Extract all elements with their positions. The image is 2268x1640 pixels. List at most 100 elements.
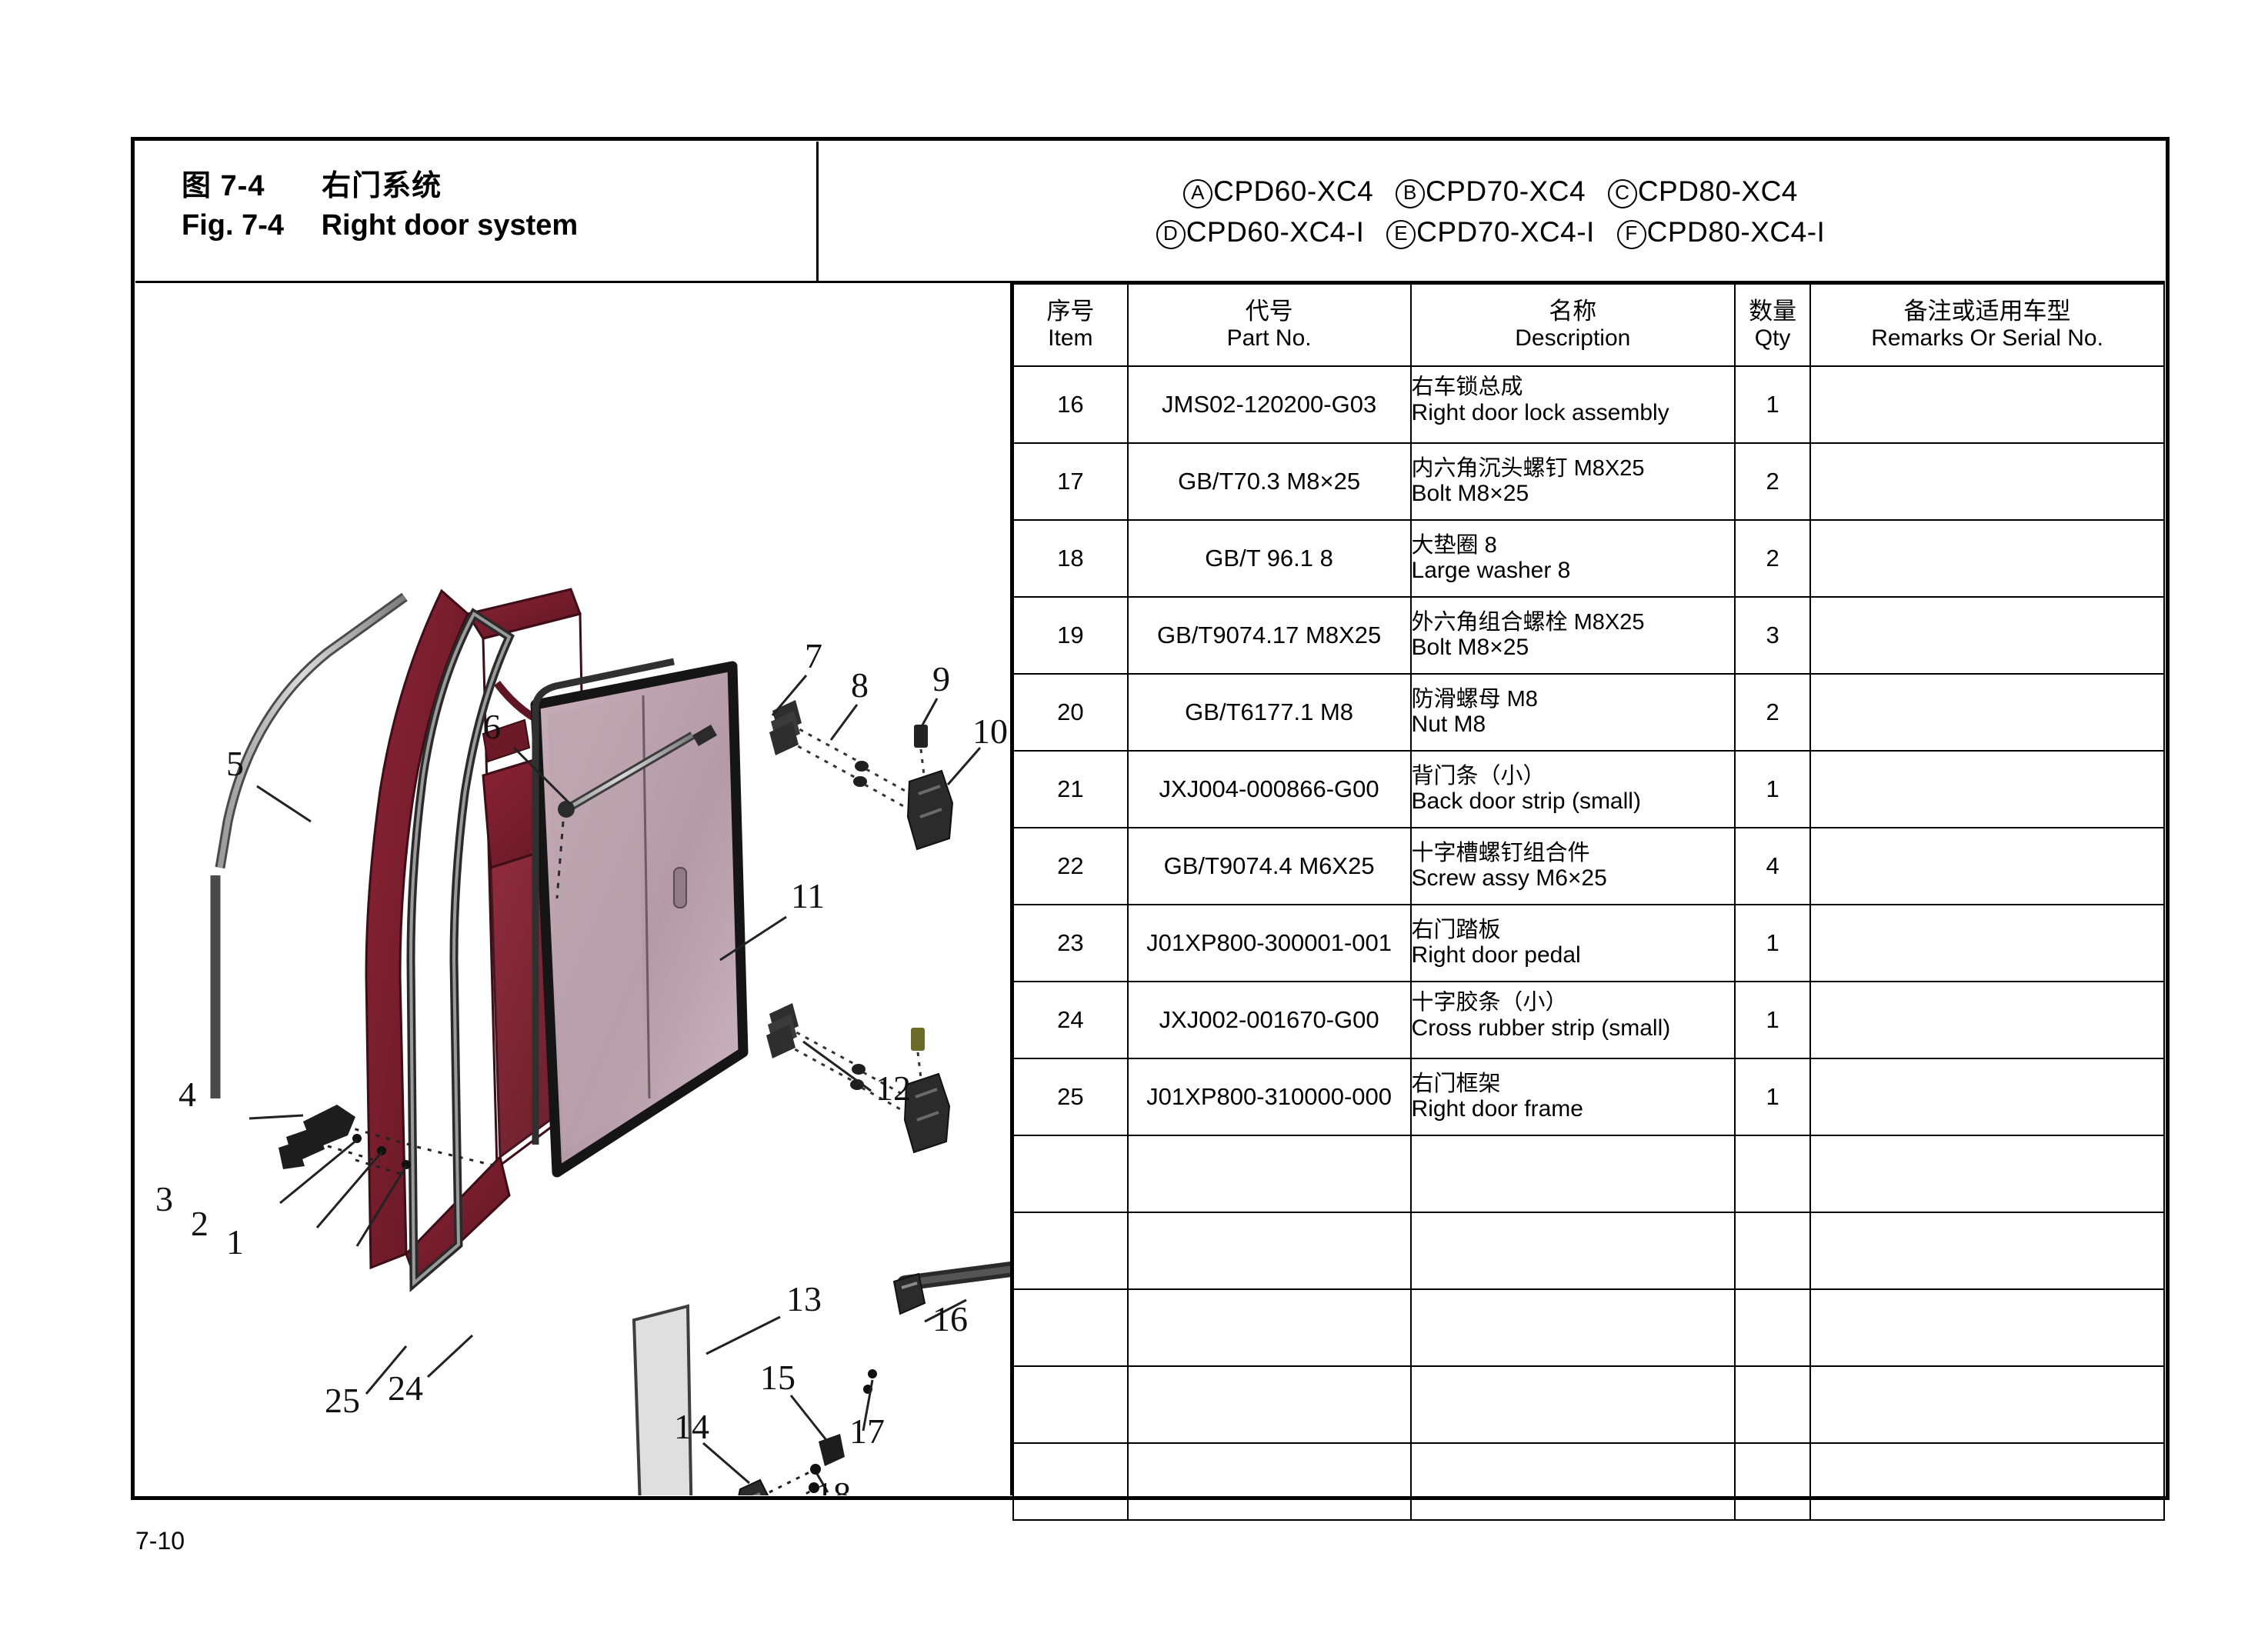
callout-12: 12 [876,1068,911,1108]
cell-item: 17 [1012,442,1129,521]
cell-part-no [1126,1135,1412,1213]
part-14-lock-striker [738,1478,769,1495]
cell-remarks [1809,673,2165,752]
cell-qty: 2 [1734,442,1812,521]
model-code: CPD60-XC4 [1213,175,1374,207]
header-remarks-cn: 备注或适用车型 [1903,298,2071,325]
cell-part-no [1126,1365,1412,1444]
exploded-diagram: 1 2 3 4 5 6 7 8 9 10 11 12 13 14 15 16 1… [135,283,1010,1495]
cell-item: 23 [1012,904,1129,982]
model-code: CPD80-XC4-I [1646,215,1826,248]
description-en: Right door pedal [1411,942,1581,968]
callout-10: 10 [972,712,1008,751]
table-row-empty [1012,1212,2165,1290]
cell-part-no [1126,1212,1412,1290]
callout-6: 6 [483,707,501,746]
cell-qty: 1 [1734,365,1812,444]
cell-item: 19 [1012,596,1129,675]
callout-13: 13 [786,1279,822,1318]
part-2-point [377,1146,386,1155]
part-4-handle [278,1105,355,1169]
cell-qty: 3 [1734,596,1812,675]
part-18-washer [810,1464,821,1475]
model-code: CPD60-XC4-I [1186,215,1365,248]
cell-part-no: JXJ002-001670-G00 [1126,981,1412,1059]
cell-item [1012,1365,1129,1444]
table-row-empty [1012,1365,2165,1444]
callout-3: 3 [155,1179,173,1218]
header-qty: 数量 Qty [1734,283,1812,367]
cell-description [1409,1135,1736,1213]
part-group-7-10-upper-hinge [769,700,954,851]
callout-9: 9 [932,659,950,698]
part-9-nut [914,725,928,748]
figure-name-en: Right door system [321,209,579,242]
diagram-canvas: 1 2 3 4 5 6 7 8 9 10 11 12 13 14 15 16 1… [155,588,1010,1495]
callout-24: 24 [388,1368,423,1408]
parts-table: 序号 Item 代号 Part No. 名称 Description 数量 Qt… [1012,283,2165,1521]
figure-number-en: 7-4 [242,209,285,242]
figure-title-block: 图 7-4 右门系统 Fig. 7-4 Right door system [135,142,816,282]
table-row-empty [1012,1135,2165,1213]
part-11-glass-rail [532,658,675,1145]
header-horizontal-divider [135,281,2165,283]
cell-qty [1734,1288,1812,1367]
cell-part-no: GB/T6177.1 M8 [1126,673,1412,752]
cell-item: 16 [1012,365,1129,444]
callout-25: 25 [325,1381,360,1420]
part-15-wedge [819,1434,845,1466]
cell-qty: 2 [1734,673,1812,752]
part-8-washer [853,761,869,787]
cell-qty [1734,1135,1812,1213]
figure-number-cn: 7-4 [220,170,265,202]
cell-qty: 4 [1734,827,1812,905]
cell-qty: 2 [1734,519,1812,598]
cell-part-no: JMS02-120200-G03 [1126,365,1412,444]
description-en: Back door strip (small) [1411,788,1641,815]
cell-description [1409,1212,1736,1290]
cell-qty [1734,1365,1812,1444]
cell-remarks [1809,981,2165,1059]
cell-item: 22 [1012,827,1129,905]
part-group-lock-hardware [738,1434,845,1495]
cell-part-no: J01XP800-300001-001 [1126,904,1412,982]
description-cn: 防滑螺母 M8 [1411,686,1538,712]
cell-part-no: JXJ004-000866-G00 [1126,750,1412,828]
callout-8: 8 [851,665,869,705]
table-row-empty [1012,1288,2165,1367]
cell-qty [1734,1442,1812,1521]
description-en: Right door lock assembly [1411,399,1669,425]
callout-4: 4 [178,1075,196,1114]
cell-remarks [1809,750,2165,828]
cell-qty: 1 [1734,1058,1812,1136]
cell-part-no: GB/T9074.17 M8X25 [1126,596,1412,675]
description-cn: 右车锁总成 [1411,375,1523,399]
table-row-empty [1012,1442,2165,1521]
header-item-cn: 序号 [1046,298,1095,325]
cell-item: 25 [1012,1058,1129,1136]
cell-description [1409,1288,1736,1367]
header-description-cn: 名称 [1549,298,1597,325]
cell-item: 24 [1012,981,1129,1059]
header-description: 名称 Description [1409,283,1736,367]
model-mark-icon: E [1386,219,1416,249]
header-description-en: Description [1515,325,1631,352]
cell-part-no: GB/T 96.1 8 [1126,519,1412,598]
callout-5: 5 [226,744,244,783]
cell-description [1409,1365,1736,1444]
cell-description [1409,1442,1736,1521]
description-en: Cross rubber strip (small) [1411,1015,1671,1041]
part-6-support-rod [555,725,717,899]
callout-7: 7 [805,636,822,675]
cell-remarks [1809,904,2165,982]
